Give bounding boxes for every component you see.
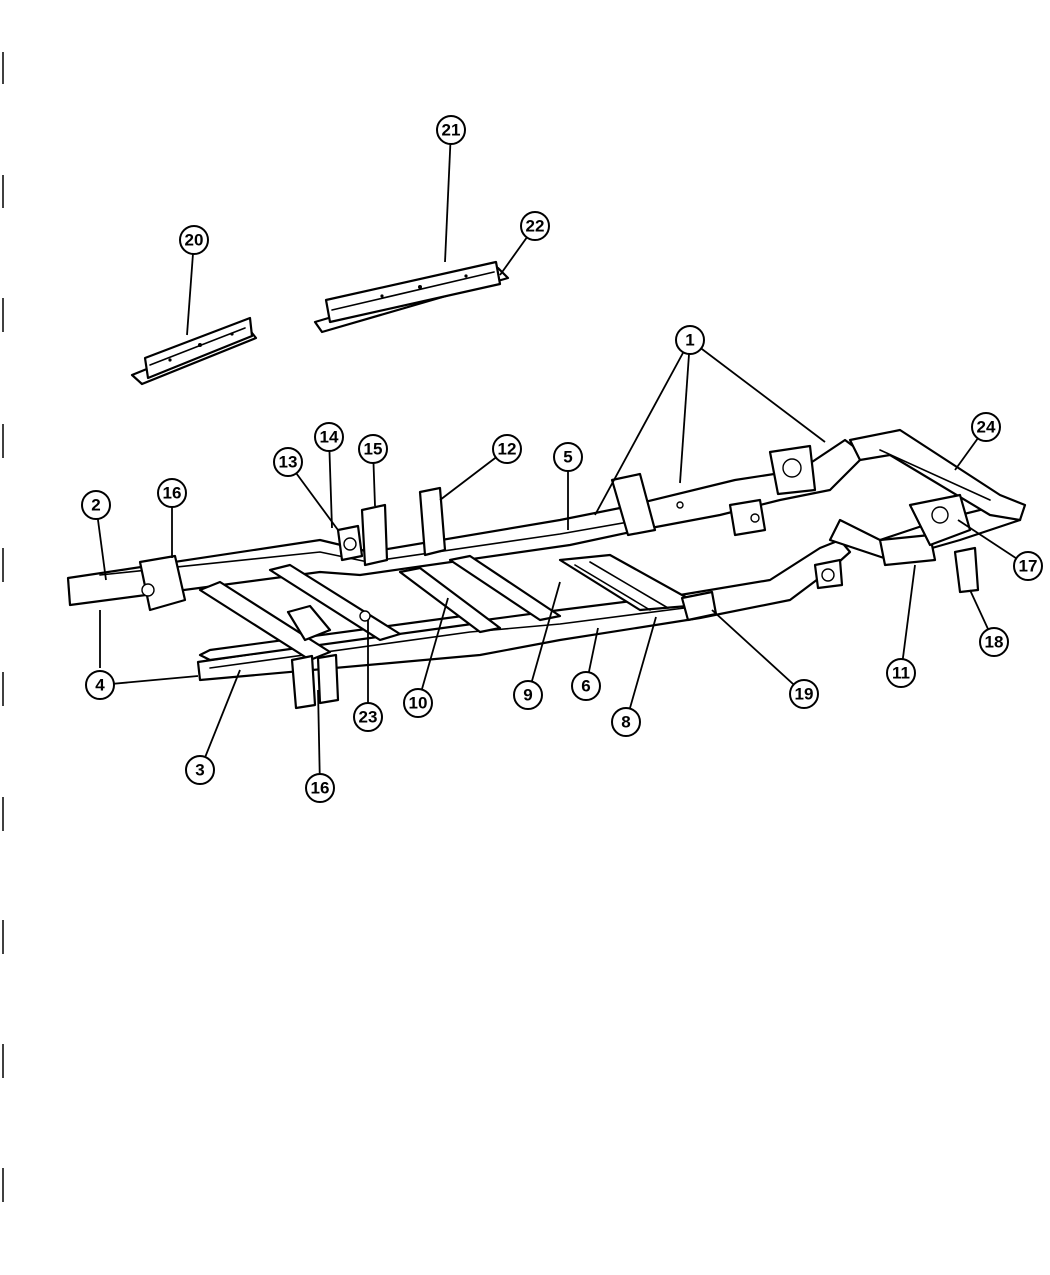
svg-text:20: 20 (185, 231, 204, 250)
svg-text:12: 12 (498, 440, 517, 459)
svg-text:21: 21 (442, 121, 461, 140)
svg-text:11: 11 (892, 664, 910, 683)
callout-3: 3 (185, 755, 215, 785)
svg-text:19: 19 (795, 685, 814, 704)
svg-text:4: 4 (95, 676, 105, 695)
svg-text:23: 23 (359, 708, 378, 727)
callout-24: 24 (971, 412, 1001, 442)
callout-14: 14 (314, 422, 344, 452)
callout-22: 22 (520, 211, 550, 241)
callout-20: 20 (179, 225, 209, 255)
callout-5: 5 (553, 442, 583, 472)
brackets (138, 444, 980, 710)
svg-text:22: 22 (526, 217, 545, 236)
svg-text:5: 5 (563, 448, 572, 467)
callout-16-top: 16 (157, 478, 187, 508)
callout-15: 15 (358, 434, 388, 464)
svg-text:8: 8 (621, 713, 630, 732)
callout-2: 2 (81, 490, 111, 520)
callout-6: 6 (571, 671, 601, 701)
svg-text:14: 14 (320, 428, 339, 447)
callout-16-bottom: 16 (305, 773, 335, 803)
callout-21: 21 (436, 115, 466, 145)
callout-18: 18 (979, 627, 1009, 657)
callout-9: 9 (513, 680, 543, 710)
callout-4: 4 (85, 670, 115, 700)
svg-text:2: 2 (91, 496, 100, 515)
skid-plate-short (130, 316, 258, 386)
frame-right-rail (196, 538, 852, 682)
callout-1: 1 (675, 325, 705, 355)
svg-text:13: 13 (279, 453, 298, 472)
callout-19: 19 (789, 679, 819, 709)
svg-text:6: 6 (581, 677, 590, 696)
svg-text:16: 16 (311, 779, 330, 798)
svg-text:9: 9 (523, 686, 532, 705)
callout-8: 8 (611, 707, 641, 737)
callout-23: 23 (353, 702, 383, 732)
callout-10: 10 (403, 688, 433, 718)
skid-plate-long (313, 260, 510, 334)
svg-text:15: 15 (364, 440, 383, 459)
callout-17: 17 (1013, 551, 1043, 581)
svg-text:10: 10 (409, 694, 428, 713)
svg-text:3: 3 (195, 761, 204, 780)
svg-text:16: 16 (163, 484, 182, 503)
callout-11: 11 (886, 658, 916, 688)
crossmembers (198, 428, 1027, 662)
callout-12: 12 (492, 434, 522, 464)
svg-text:18: 18 (985, 633, 1004, 652)
svg-text:24: 24 (977, 418, 996, 437)
callouts: 1 2 3 4 5 6 8 9 10 11 12 13 14 15 16 16 … (81, 115, 1043, 803)
svg-text:17: 17 (1019, 557, 1038, 576)
callout-13: 13 (273, 447, 303, 477)
svg-text:1: 1 (685, 331, 694, 350)
